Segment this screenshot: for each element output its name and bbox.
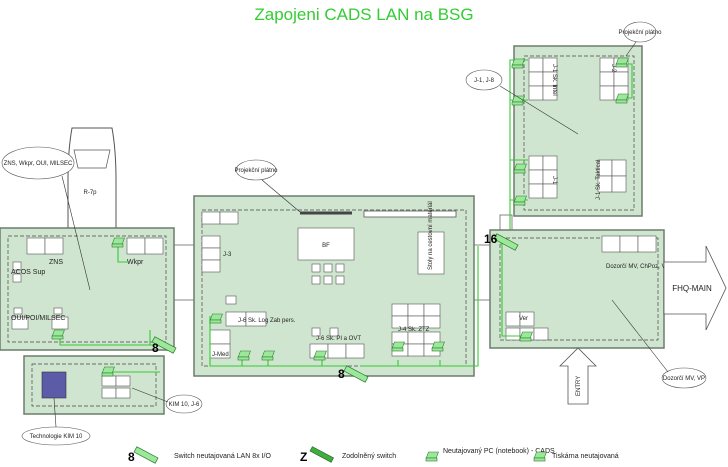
callout-zns-label: ZNS, Wkpr, OUI, MILSEC bbox=[4, 161, 73, 167]
hardened-switch-icon bbox=[309, 446, 334, 463]
callout-j1-j8: J-1, J-8 bbox=[465, 69, 579, 135]
legend-label-pc: Neutajovaný PC (notebook) - CADS bbox=[443, 448, 555, 455]
switch-icon bbox=[133, 446, 159, 464]
label-ver: Ver bbox=[519, 316, 528, 322]
legend-count-switch: 8 bbox=[128, 450, 135, 464]
label-j6-pi-ovt: J-6 Sk. PI a OVT bbox=[316, 336, 361, 342]
room-tech bbox=[23, 355, 165, 415]
diagram-title: Zapojeni CADS LAN na BSG bbox=[254, 5, 473, 24]
pc-icon bbox=[511, 58, 525, 69]
label-oui-poi-milsec: OUI/POI/MILSEC bbox=[11, 315, 65, 322]
printer-icon bbox=[533, 451, 547, 462]
room-center: J-3 J-6 Sk. Log Zab pers. J-Med J-6 Sk. … bbox=[193, 195, 479, 383]
legend-label-printer: Tiskárna neutajovaná bbox=[552, 453, 619, 460]
room-left: ACOS Sup ZNS Wkpr OUI/POI/MILSEC 8 bbox=[0, 227, 177, 355]
pc-icon bbox=[111, 237, 125, 248]
count-center: 8 bbox=[338, 367, 345, 381]
label-acos-sup: ACOS Sup bbox=[11, 269, 45, 276]
vehicle: R-7p bbox=[67, 127, 117, 255]
pc-icon bbox=[391, 341, 405, 352]
pc-icon bbox=[513, 195, 527, 206]
vehicle-label: R-7p bbox=[83, 190, 97, 196]
callout-dozorci: Dozorčí MV, VP bbox=[611, 299, 707, 389]
label-j3: J-3 bbox=[223, 252, 232, 258]
printer-icon bbox=[615, 93, 629, 104]
pc-icon bbox=[261, 350, 275, 361]
callout-screen-center: Projekční plátno bbox=[234, 159, 301, 213]
label-stoly: Stoly na cestovní materiál bbox=[428, 201, 434, 270]
exit-fhq-main: FHQ-MAIN bbox=[663, 245, 727, 331]
legend-count-hardened: Z bbox=[300, 450, 307, 464]
label-j4-ztz: J-4 Sk. ZTZ bbox=[398, 327, 430, 333]
entry-label: ENTRY bbox=[576, 376, 582, 396]
label-j1-intel: J-1 Sk. Intel bbox=[551, 64, 557, 96]
label-j6-log: J-6 Sk. Log Zab pers. bbox=[238, 318, 296, 324]
fhq-main-label: FHQ-MAIN bbox=[672, 284, 712, 293]
pc-icon bbox=[425, 451, 439, 462]
callout-kim10: KIM 10, J-6 bbox=[131, 387, 203, 414]
label-zns: ZNS bbox=[49, 259, 63, 266]
callout-j1-j8-label: J-1, J-8 bbox=[474, 78, 495, 84]
label-j-med: J-Med bbox=[212, 352, 229, 358]
callout-screen-top: Projekční plátno bbox=[618, 21, 662, 57]
callout-screen-top-label: Projekční plátno bbox=[618, 30, 662, 36]
pc-icon bbox=[313, 350, 327, 361]
pc-icon bbox=[101, 366, 115, 377]
callout-zns: ZNS, Wkpr, OUI, MILSEC bbox=[1, 146, 91, 291]
callout-kim10-label: KIM 10, J-6 bbox=[169, 402, 200, 408]
callout-screen-center-label: Projekční plátno bbox=[234, 168, 278, 174]
label-bf: BF bbox=[322, 243, 330, 249]
room-right: Dozorčí MV, ChPoz, VPoz Ver 16 bbox=[484, 229, 676, 349]
pc-icon bbox=[209, 313, 223, 324]
exit-entry: ENTRY bbox=[559, 347, 597, 405]
label-j2: J-2 bbox=[610, 64, 616, 73]
callout-technologie: Technologie KIM 10 bbox=[21, 397, 91, 446]
pc-icon bbox=[513, 163, 527, 174]
legend-label-hardened: Zodolněný switch bbox=[342, 453, 396, 460]
pc-icon bbox=[51, 329, 65, 340]
label-j1-taktical: J-1 Sk. Taktical bbox=[596, 160, 602, 200]
room-right-top: J-1 Sk. Intel J-2 J-1 J-1 Sk. Taktical bbox=[509, 45, 643, 236]
table-bf bbox=[297, 227, 355, 261]
label-dozorci-mv: Dozorčí MV, ChPoz, VPoz bbox=[606, 264, 676, 270]
count-right: 16 bbox=[484, 232, 498, 246]
callout-technologie-label: Technologie KIM 10 bbox=[30, 434, 83, 440]
pc-icon bbox=[519, 331, 533, 342]
legend: 8 Switch neutajovaná LAN 8x I/O Z Zodoln… bbox=[128, 446, 619, 464]
kim10-rack bbox=[41, 371, 67, 399]
pc-icon bbox=[237, 350, 251, 361]
callout-dozorci-label: Dozorčí MV, VP bbox=[663, 376, 705, 382]
label-j1: J-1 bbox=[551, 176, 557, 185]
printer-icon bbox=[615, 57, 629, 68]
label-wkpr: Wkpr bbox=[127, 259, 144, 266]
pc-icon bbox=[431, 341, 445, 352]
count-left: 8 bbox=[152, 341, 159, 355]
legend-label-switch: Switch neutajovaná LAN 8x I/O bbox=[174, 453, 271, 460]
